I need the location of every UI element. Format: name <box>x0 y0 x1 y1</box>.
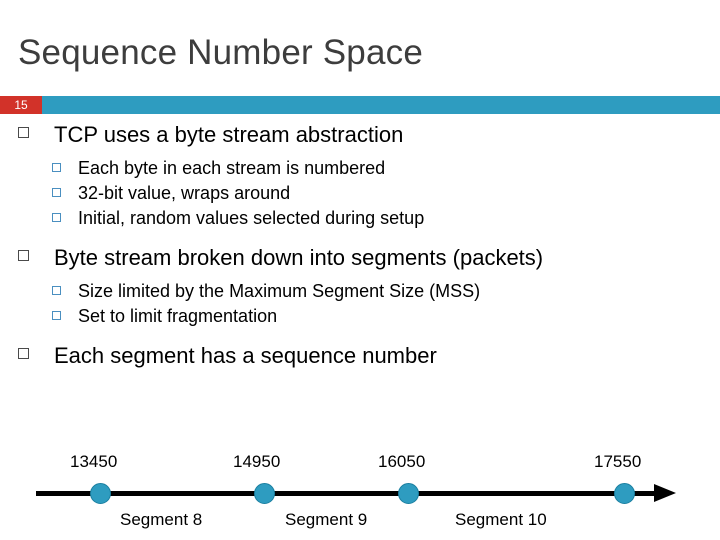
sequence-number-label: 16050 <box>378 452 426 471</box>
timeline-dot <box>90 483 111 504</box>
bullet-text: Set to limit fragmentation <box>78 306 278 326</box>
small-square-bullet-icon <box>52 163 61 172</box>
segment-label: Segment 8 <box>120 510 203 529</box>
spacer <box>0 329 720 341</box>
timeline-dot <box>614 483 635 504</box>
small-square-bullet-icon <box>52 311 61 320</box>
bullet-level2: Size limited by the Maximum Segment Size… <box>0 279 720 304</box>
axis-arrow-icon <box>654 484 676 502</box>
bullet-text: TCP uses a byte stream abstraction <box>54 122 404 147</box>
accent-bar <box>42 96 720 114</box>
bullet-level1: Each segment has a sequence number <box>0 341 720 371</box>
timeline-dot <box>254 483 275 504</box>
small-square-bullet-icon <box>52 213 61 222</box>
axis-line <box>36 491 656 496</box>
small-square-bullet-icon <box>52 286 61 295</box>
segment-label: Segment 9 <box>285 510 368 529</box>
sequence-number-timeline: 13450 14950 16050 17550 Segment 8 Segmen… <box>0 440 720 540</box>
bullet-level2: Set to limit fragmentation <box>0 304 720 329</box>
square-bullet-icon <box>18 250 29 261</box>
sequence-number-label: 13450 <box>70 452 118 471</box>
small-square-bullet-icon <box>52 188 61 197</box>
page-title: Sequence Number Space <box>18 33 424 72</box>
timeline-dot <box>398 483 419 504</box>
bullet-level1: TCP uses a byte stream abstraction <box>0 120 720 150</box>
bullet-text: Each segment has a sequence number <box>54 343 437 368</box>
square-bullet-icon <box>18 127 29 138</box>
bullet-text: Size limited by the Maximum Segment Size… <box>78 281 481 301</box>
title-underline-bar: 15 <box>0 96 720 114</box>
segment-label: Segment 10 <box>455 510 547 529</box>
timeline-axis <box>36 483 676 504</box>
square-bullet-icon <box>18 348 29 359</box>
bullet-text: Byte stream broken down into segments (p… <box>54 245 544 270</box>
bullet-level2: Each byte in each stream is numbered <box>0 156 720 181</box>
sequence-number-labels: 13450 14950 16050 17550 <box>0 450 720 474</box>
bullet-level2: Initial, random values selected during s… <box>0 206 720 231</box>
bullet-level2: 32-bit value, wraps around <box>0 181 720 206</box>
bullet-text: 32-bit value, wraps around <box>78 183 291 203</box>
slide-number-badge: 15 <box>0 96 42 114</box>
segment-labels: Segment 8 Segment 9 Segment 10 <box>0 508 720 532</box>
bullet-level1: Byte stream broken down into segments (p… <box>0 243 720 273</box>
bullet-list: TCP uses a byte stream abstraction Each … <box>0 120 720 371</box>
spacer <box>0 231 720 243</box>
sequence-number-label: 17550 <box>594 452 642 471</box>
bullet-text: Initial, random values selected during s… <box>78 208 425 228</box>
bullet-text: Each byte in each stream is numbered <box>78 158 386 178</box>
sequence-number-label: 14950 <box>233 452 281 471</box>
